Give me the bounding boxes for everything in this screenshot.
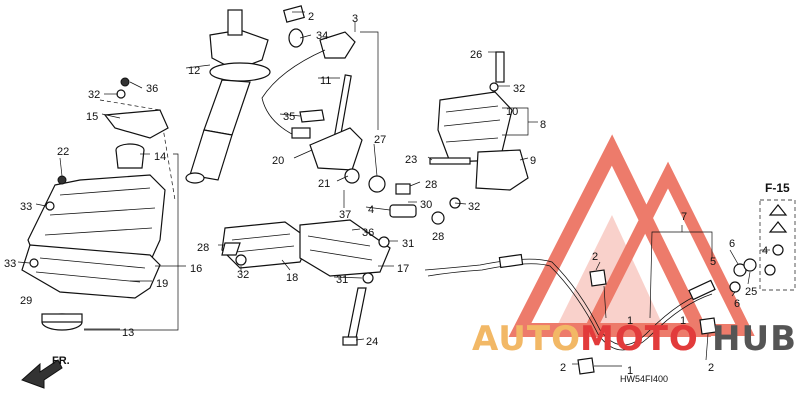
- callout-c13: 13: [122, 327, 134, 339]
- watermark-part-moto: MOTO: [580, 319, 699, 359]
- callout-c18: 18: [286, 272, 298, 284]
- watermark-part-hub: HUB: [712, 319, 797, 359]
- callout-c1b: 1: [627, 365, 633, 377]
- callout-c29: 29: [20, 295, 32, 307]
- callout-c26: 26: [470, 49, 482, 61]
- callout-c2: 2: [308, 11, 314, 23]
- callout-c2d: 2: [708, 362, 714, 374]
- diagram-code: HW54FI400: [620, 374, 668, 384]
- callout-c10: 10: [506, 106, 518, 118]
- callout-c32b: 32: [513, 83, 525, 95]
- callout-c2b: 2: [592, 251, 598, 263]
- callout-c31: 31: [402, 238, 414, 250]
- watermark-part-auto: AUTO: [472, 319, 581, 359]
- callout-c3: 3: [352, 13, 358, 25]
- callout-c33b: 33: [4, 258, 16, 270]
- inset-f15: F-15: [759, 181, 796, 291]
- leader-lines: [17, 11, 770, 367]
- callout-c8: 8: [540, 119, 546, 131]
- watermark-text: AUTO MOTO HUB: [472, 319, 797, 359]
- callout-c24: 24: [366, 336, 378, 348]
- callout-c2c: 2: [560, 362, 566, 374]
- front-arrow-icon: [21, 359, 63, 389]
- callout-c7: 7: [681, 211, 687, 223]
- callout-c20: 20: [272, 155, 284, 167]
- selector-assembly: [221, 219, 391, 346]
- callout-c1c: 1: [680, 315, 686, 327]
- callout-c37: 37: [339, 209, 351, 221]
- callout-c22: 22: [57, 146, 69, 158]
- callout-c6b: 6: [734, 298, 740, 310]
- callout-c23: 23: [405, 154, 417, 166]
- linkage-assembly: [261, 31, 417, 218]
- section-ref-label: F-15: [765, 181, 790, 195]
- callout-c25: 25: [745, 286, 757, 298]
- callout-c36: 36: [146, 83, 158, 95]
- callout-c31b: 31: [336, 274, 348, 286]
- callout-c19: 19: [156, 278, 168, 290]
- callout-c4b: 4: [762, 245, 768, 257]
- callout-c17: 17: [397, 263, 409, 275]
- bracket-assembly: [429, 51, 529, 225]
- callout-c16: 16: [190, 263, 202, 275]
- callout-c28b: 28: [197, 242, 209, 254]
- callout-c21: 21: [318, 178, 330, 190]
- callout-c5: 5: [710, 256, 716, 268]
- callout-c1: 1: [627, 315, 633, 327]
- callout-c33: 33: [20, 201, 32, 213]
- callout-c14: 14: [154, 151, 166, 163]
- callout-c35: 35: [283, 111, 295, 123]
- callout-c28c: 28: [432, 231, 444, 243]
- callout-c28: 28: [425, 179, 437, 191]
- callout-c12: 12: [188, 65, 200, 77]
- callout-c34: 34: [316, 30, 328, 42]
- front-direction-label: FR.: [52, 355, 70, 367]
- shift-lever-assembly: [185, 5, 305, 184]
- callout-c32: 32: [88, 89, 100, 101]
- callout-c27: 27: [374, 134, 386, 146]
- callout-c30: 30: [420, 199, 432, 211]
- callout-c9: 9: [530, 155, 536, 167]
- callout-c36b: 36: [362, 227, 374, 239]
- callout-c32d: 32: [237, 269, 249, 281]
- callout-c6: 6: [729, 238, 735, 250]
- callout-c4: 4: [368, 204, 374, 216]
- shift-cable: [424, 253, 757, 375]
- callout-c11: 11: [320, 75, 331, 87]
- callout-c32c: 32: [468, 201, 480, 213]
- front-direction-indicator: FR.: [21, 355, 70, 389]
- watermark-logo: [508, 134, 755, 337]
- callout-c15: 15: [86, 111, 98, 123]
- housing-assembly: [21, 77, 176, 331]
